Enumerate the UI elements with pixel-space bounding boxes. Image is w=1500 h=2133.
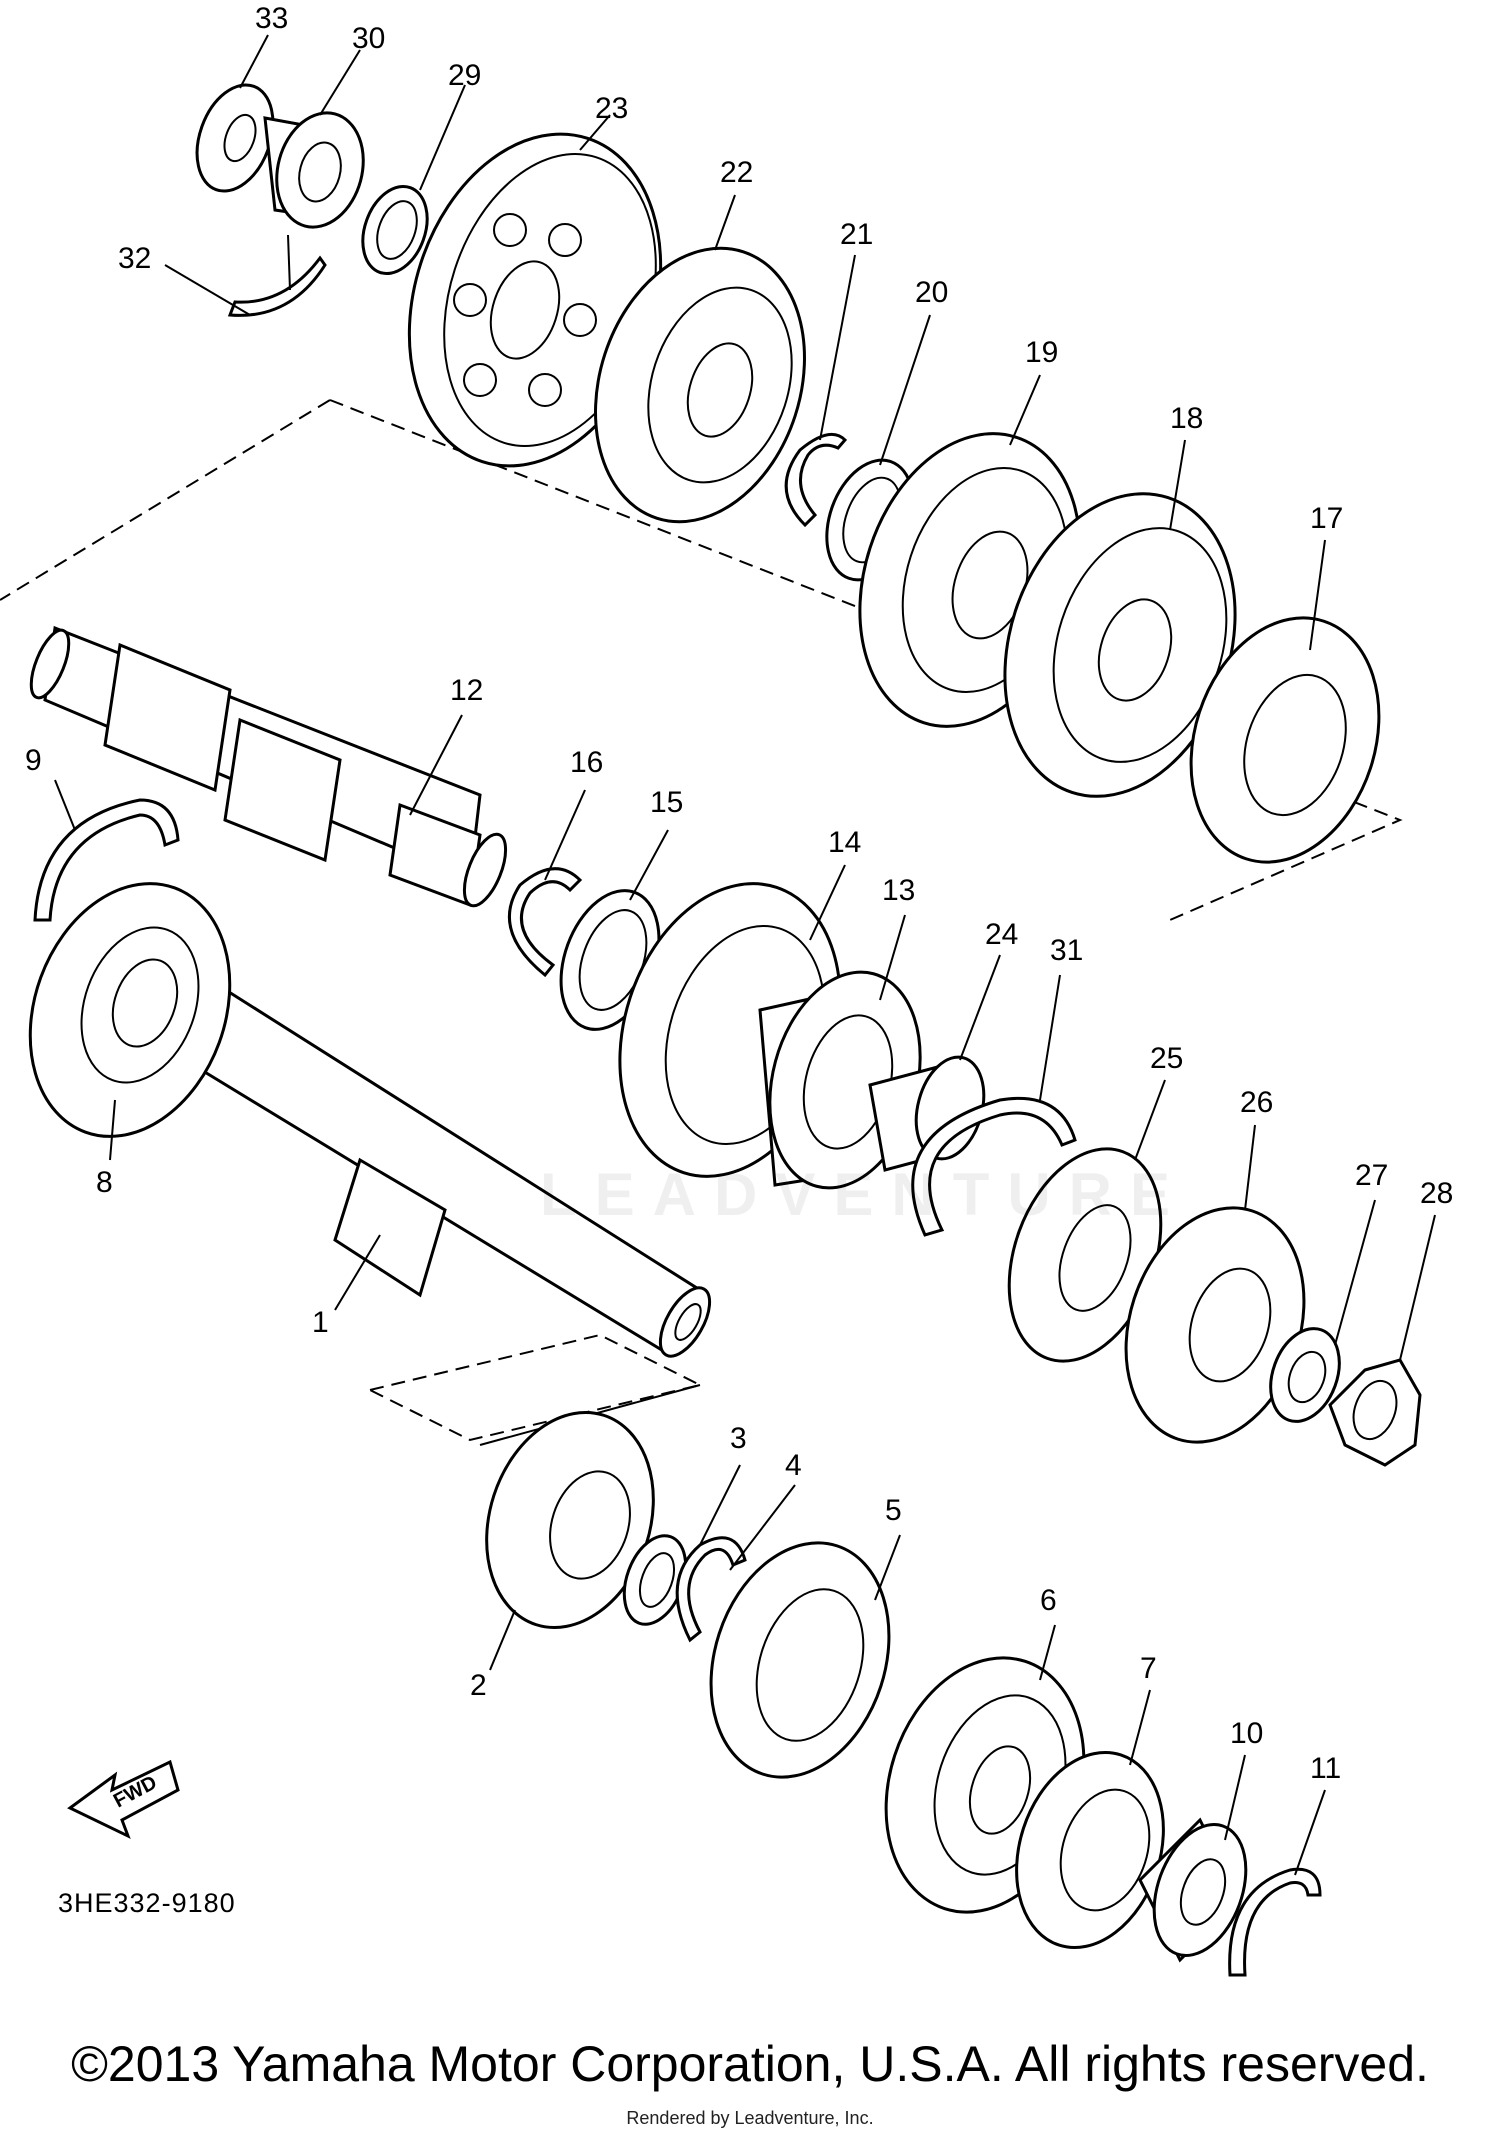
part-7-gear bbox=[1015, 1750, 1165, 1950]
part-27-lock-washer bbox=[1269, 1327, 1341, 1423]
callout-labels: 1 2 3 4 5 6 7 8 9 10 11 12 13 14 15 16 1… bbox=[25, 2, 1453, 1785]
callout-7: 7 bbox=[1140, 1652, 1157, 1685]
callout-29: 29 bbox=[448, 59, 481, 92]
copyright-notice: ©2013 Yamaha Motor Corporation, U.S.A. A… bbox=[71, 2036, 1429, 2092]
callout-8: 8 bbox=[96, 1166, 113, 1199]
callout-31: 31 bbox=[1050, 934, 1083, 967]
callout-13: 13 bbox=[882, 874, 915, 907]
callout-32: 32 bbox=[118, 242, 151, 275]
callout-21: 21 bbox=[840, 218, 873, 251]
upper-group-boundary bbox=[0, 399, 331, 601]
callout-18: 18 bbox=[1170, 402, 1203, 435]
part-11-circlip bbox=[1228, 1867, 1322, 1977]
part-17-gear bbox=[1189, 616, 1381, 864]
part-9-circlip bbox=[33, 798, 180, 922]
callout-10: 10 bbox=[1230, 1717, 1263, 1750]
callout-17: 17 bbox=[1310, 502, 1343, 535]
callout-5: 5 bbox=[885, 1494, 902, 1527]
part-30-bearing bbox=[263, 111, 365, 229]
part-16-circlip bbox=[507, 867, 583, 978]
callout-19: 19 bbox=[1025, 336, 1058, 369]
callout-14: 14 bbox=[828, 826, 861, 859]
callout-33: 33 bbox=[255, 2, 288, 35]
callout-20: 20 bbox=[915, 276, 948, 309]
part-21-circlip bbox=[784, 432, 848, 528]
callout-24: 24 bbox=[985, 918, 1018, 951]
part-4-circlip bbox=[675, 1536, 747, 1643]
callout-28: 28 bbox=[1420, 1177, 1453, 1210]
part-31-circlip bbox=[911, 1096, 1077, 1237]
callout-11: 11 bbox=[1310, 1752, 1341, 1785]
callout-30: 30 bbox=[352, 22, 385, 55]
callout-15: 15 bbox=[650, 786, 683, 819]
callout-2: 2 bbox=[470, 1669, 487, 1702]
fwd-arrow-icon: FWD bbox=[67, 1759, 180, 1839]
callout-25: 25 bbox=[1150, 1042, 1183, 1075]
callout-1: 1 bbox=[312, 1306, 329, 1339]
part-8-bearing bbox=[28, 882, 232, 1138]
part-12-main-axle bbox=[29, 625, 508, 908]
upper-group-boundary-2 bbox=[329, 399, 1403, 921]
callout-22: 22 bbox=[720, 156, 753, 189]
callout-3: 3 bbox=[730, 1422, 747, 1455]
part-32-circlip bbox=[227, 255, 327, 317]
callout-9: 9 bbox=[25, 744, 42, 777]
lower-group-boundary bbox=[369, 1333, 703, 1442]
callout-6: 6 bbox=[1040, 1584, 1057, 1617]
part-10-bearing bbox=[1138, 1817, 1248, 1963]
callout-26: 26 bbox=[1240, 1086, 1273, 1119]
callout-27: 27 bbox=[1355, 1159, 1388, 1192]
callout-12: 12 bbox=[450, 674, 483, 707]
diagram-code: 3HE332-9180 bbox=[58, 1888, 236, 1918]
callout-4: 4 bbox=[785, 1449, 802, 1482]
part-28-nut bbox=[1328, 1358, 1422, 1467]
part-29-washer bbox=[361, 184, 429, 276]
part-5-gear bbox=[709, 1541, 891, 1779]
callout-23: 23 bbox=[595, 92, 628, 125]
part-33-washer bbox=[195, 83, 275, 193]
watermark: LEADVENTURE bbox=[540, 1161, 1189, 1228]
part-22-gear bbox=[594, 246, 806, 524]
callout-16: 16 bbox=[570, 746, 603, 779]
rendered-by-credit: Rendered by Leadventure, Inc. bbox=[626, 2108, 874, 2128]
leader-lines bbox=[54, 34, 1436, 1876]
